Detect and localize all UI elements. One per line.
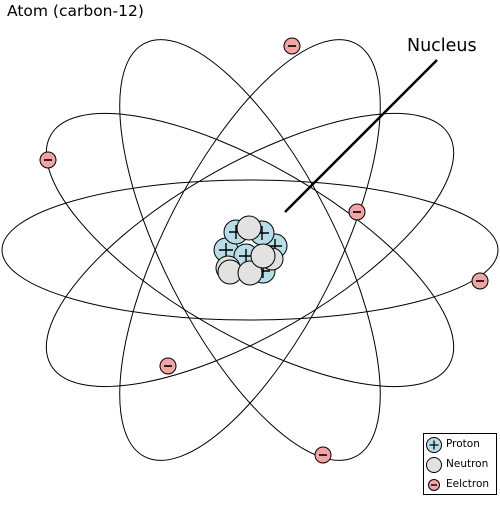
electron <box>314 446 332 464</box>
neutron-icon <box>426 457 442 473</box>
proton-icon <box>426 437 442 453</box>
orbit-steep-a <box>119 39 381 461</box>
electron <box>39 151 57 169</box>
orbit-steep-b <box>119 39 381 461</box>
orbit-diagonal-b <box>45 112 455 388</box>
orbit-diagonal-a <box>45 112 455 388</box>
neutron <box>250 243 276 269</box>
legend-item-proton: Proton <box>424 436 498 456</box>
electron <box>159 357 177 375</box>
diagram-title: Atom (carbon-12) <box>7 2 144 20</box>
electron <box>471 272 489 290</box>
nucleus-label: Nucleus <box>407 36 477 56</box>
neutron <box>237 260 263 286</box>
electron <box>283 37 301 55</box>
legend-item-electron: Eelctron <box>424 476 498 496</box>
legend-label-electron: Eelctron <box>446 478 490 490</box>
legend-label-proton: Proton <box>446 438 480 450</box>
electron-icon <box>428 479 440 491</box>
neutron <box>236 215 262 241</box>
nucleus <box>213 215 288 286</box>
legend: Proton Neutron Eelctron <box>423 433 497 495</box>
electron <box>348 203 366 221</box>
legend-label-neutron: Neutron <box>446 458 489 470</box>
orbit-horizontal <box>1 179 499 321</box>
nucleus-pointer-line <box>284 59 438 213</box>
legend-item-neutron: Neutron <box>424 456 498 476</box>
